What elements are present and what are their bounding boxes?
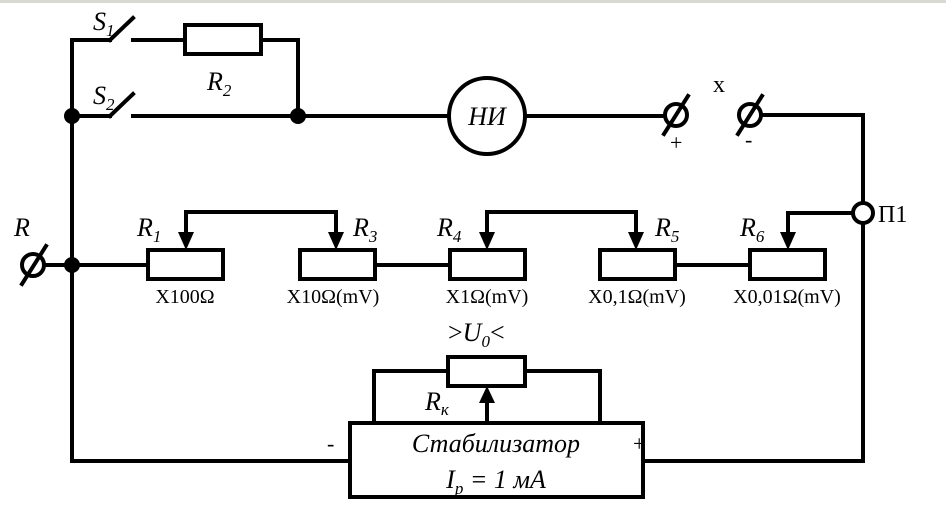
wire-rk-left bbox=[372, 369, 450, 425]
decade-resistor-r3 bbox=[298, 248, 377, 281]
slider-arrow-r3[interactable] bbox=[328, 232, 344, 250]
decade-resistor-r5 bbox=[598, 248, 677, 281]
decade-resistor-r1 bbox=[146, 248, 225, 281]
stabilizer-minus: - bbox=[327, 431, 334, 456]
decade-resistor-r4 bbox=[448, 248, 527, 281]
scale-label-r4: X1Ω(mV) bbox=[446, 286, 529, 308]
label-r3: R3 bbox=[352, 213, 377, 246]
scale-label-r6: X0,01Ω(mV) bbox=[733, 286, 841, 308]
label-r6: R6 bbox=[739, 213, 765, 246]
terminal-r-slash bbox=[19, 243, 49, 287]
label-r1: R1 bbox=[136, 213, 161, 246]
slider-wire-r4-r5 bbox=[485, 210, 638, 236]
label-s2: S2 bbox=[93, 81, 115, 114]
label-r4: R4 bbox=[436, 213, 462, 246]
label-r5: R5 bbox=[654, 213, 679, 246]
calibration-resistor-rk bbox=[446, 355, 527, 388]
stabilizer-box bbox=[348, 421, 645, 499]
scale-label-r5: X0,1Ω(mV) bbox=[588, 286, 686, 308]
junction-dot bbox=[290, 108, 306, 124]
top-border bbox=[0, 0, 946, 3]
junction-dot bbox=[64, 108, 80, 124]
slider-wire-r1-r3 bbox=[184, 210, 338, 236]
label-s1: S1 bbox=[93, 7, 115, 40]
switch-p1[interactable] bbox=[851, 201, 875, 225]
slider-arrow-r6[interactable] bbox=[780, 232, 796, 250]
slider-arrow-r1[interactable] bbox=[178, 232, 194, 250]
label-rk: Rк bbox=[424, 387, 450, 419]
label-terminal-x-plus: + bbox=[670, 130, 682, 155]
terminal-x-plus-slash bbox=[661, 93, 691, 137]
stabilizer-plus: + bbox=[633, 431, 645, 456]
label-terminal-x-minus: - bbox=[745, 127, 752, 152]
slider-arrow-r4[interactable] bbox=[479, 232, 495, 250]
label-switch-p1: П1 bbox=[878, 202, 907, 228]
label-r2: R2 bbox=[206, 67, 232, 100]
slider-arrow-r5[interactable] bbox=[628, 232, 644, 250]
stabilizer-current: Ip = 1 мА bbox=[445, 465, 546, 498]
label-terminal-x: x bbox=[713, 72, 725, 98]
terminal-x-minus-slash bbox=[735, 93, 765, 137]
resistor-r2 bbox=[183, 23, 263, 56]
decade-resistor-r6 bbox=[748, 248, 827, 281]
switch-s1[interactable] bbox=[107, 15, 136, 43]
label-terminal-r: R bbox=[13, 213, 30, 242]
stabilizer-title: Стабилизатор bbox=[412, 429, 580, 458]
label-u0: >U0< bbox=[448, 318, 505, 351]
rk-slider-arrow[interactable] bbox=[479, 386, 495, 403]
scale-label-r1: X100Ω bbox=[155, 286, 214, 308]
wire-rk-right bbox=[523, 369, 602, 425]
label-null-indicator: НИ bbox=[467, 102, 507, 131]
slider-wire-r6-p1 bbox=[786, 211, 855, 236]
scale-label-r3: X10Ω(mV) bbox=[287, 286, 380, 308]
switch-s2[interactable] bbox=[107, 91, 136, 119]
